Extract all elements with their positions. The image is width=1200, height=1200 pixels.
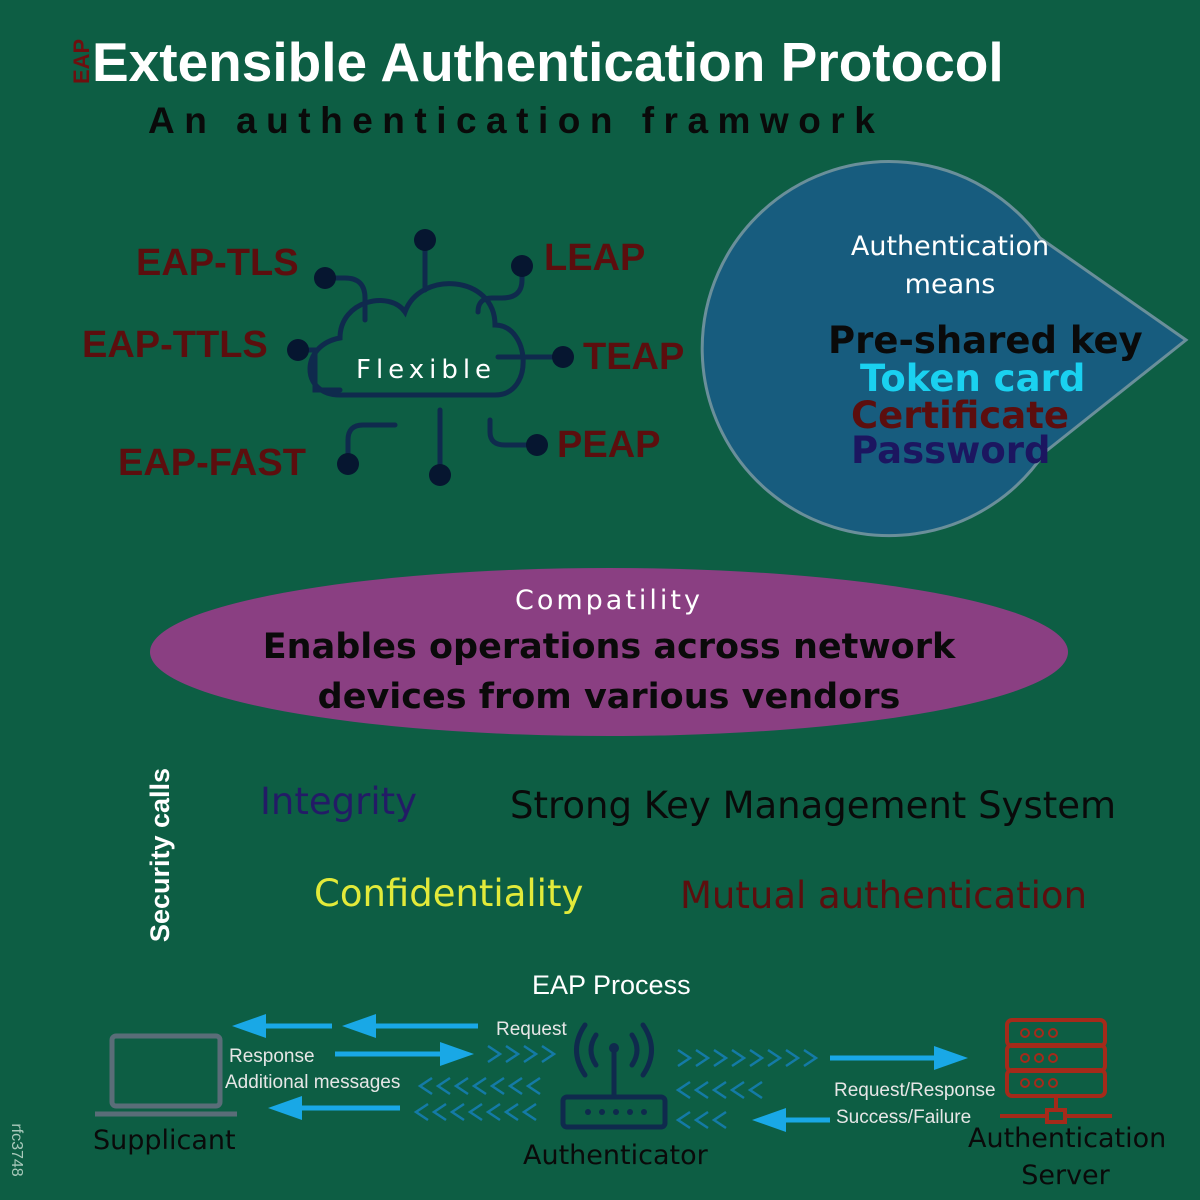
means-password: Password bbox=[851, 429, 1051, 472]
means-certificate: Certificate bbox=[851, 394, 1069, 437]
method-eap-ttls: EAP-TTLS bbox=[82, 324, 268, 366]
label-auth-server: Authentication Server bbox=[968, 1120, 1167, 1194]
page-title: Extensible Authentication Protocol bbox=[92, 31, 1004, 93]
label-auth-server-line-1: Authentication bbox=[968, 1123, 1167, 1154]
cloud-icon bbox=[295, 239, 563, 476]
label-supplicant: Supplicant bbox=[93, 1125, 236, 1156]
auth-means-heading: Authentication means bbox=[850, 231, 1050, 300]
security-integrity: Integrity bbox=[260, 780, 418, 823]
auth-means-shape bbox=[700, 160, 1189, 538]
label-auth-server-line-2: Server bbox=[1021, 1160, 1110, 1191]
process-title: EAP Process bbox=[532, 970, 691, 1000]
compat-ellipse bbox=[150, 568, 1068, 736]
rfc-label: rfc3748 bbox=[8, 1123, 25, 1177]
method-eap-fast: EAP-FAST bbox=[118, 442, 306, 484]
process-arrows bbox=[232, 1014, 968, 1132]
chevrons bbox=[413, 1044, 819, 1130]
label-authenticator: Authenticator bbox=[523, 1140, 708, 1171]
method-leap: LEAP bbox=[544, 237, 646, 279]
label-request: Request bbox=[496, 1019, 567, 1040]
router-leds bbox=[585, 1043, 647, 1115]
compat-line-2: devices from various vendors bbox=[317, 677, 901, 717]
means-token-card: Token card bbox=[860, 357, 1086, 400]
connector-dots bbox=[287, 229, 574, 486]
security-key-management: Strong Key Management System bbox=[510, 784, 1117, 827]
method-peap: PEAP bbox=[557, 424, 661, 466]
security-calls-label: Security calls bbox=[145, 767, 175, 943]
compat-body: Enables operations across network device… bbox=[150, 622, 1068, 722]
router-icon bbox=[560, 1022, 668, 1130]
security-confidentiality: Confidentiality bbox=[314, 872, 584, 915]
server-icon bbox=[1000, 1018, 1112, 1124]
label-response: Response bbox=[229, 1046, 315, 1067]
security-mutual-auth: Mutual authentication bbox=[680, 874, 1088, 917]
label-request-response: Request/Response bbox=[834, 1080, 996, 1101]
compat-label: Compatility bbox=[514, 585, 703, 616]
server-leds bbox=[1020, 1028, 1058, 1088]
method-eap-tls: EAP-TLS bbox=[136, 242, 299, 284]
label-success-failure: Success/Failure bbox=[836, 1107, 972, 1128]
means-pre-shared-key: Pre-shared key bbox=[828, 319, 1143, 362]
hub-center-label: Flexible bbox=[356, 355, 497, 385]
method-teap: TEAP bbox=[583, 336, 685, 378]
label-additional-messages: Additional messages bbox=[225, 1072, 401, 1093]
laptop-icon bbox=[95, 1033, 237, 1117]
compat-line-1: Enables operations across network bbox=[262, 627, 956, 667]
page-subtitle: An authentication framwork bbox=[148, 100, 885, 141]
